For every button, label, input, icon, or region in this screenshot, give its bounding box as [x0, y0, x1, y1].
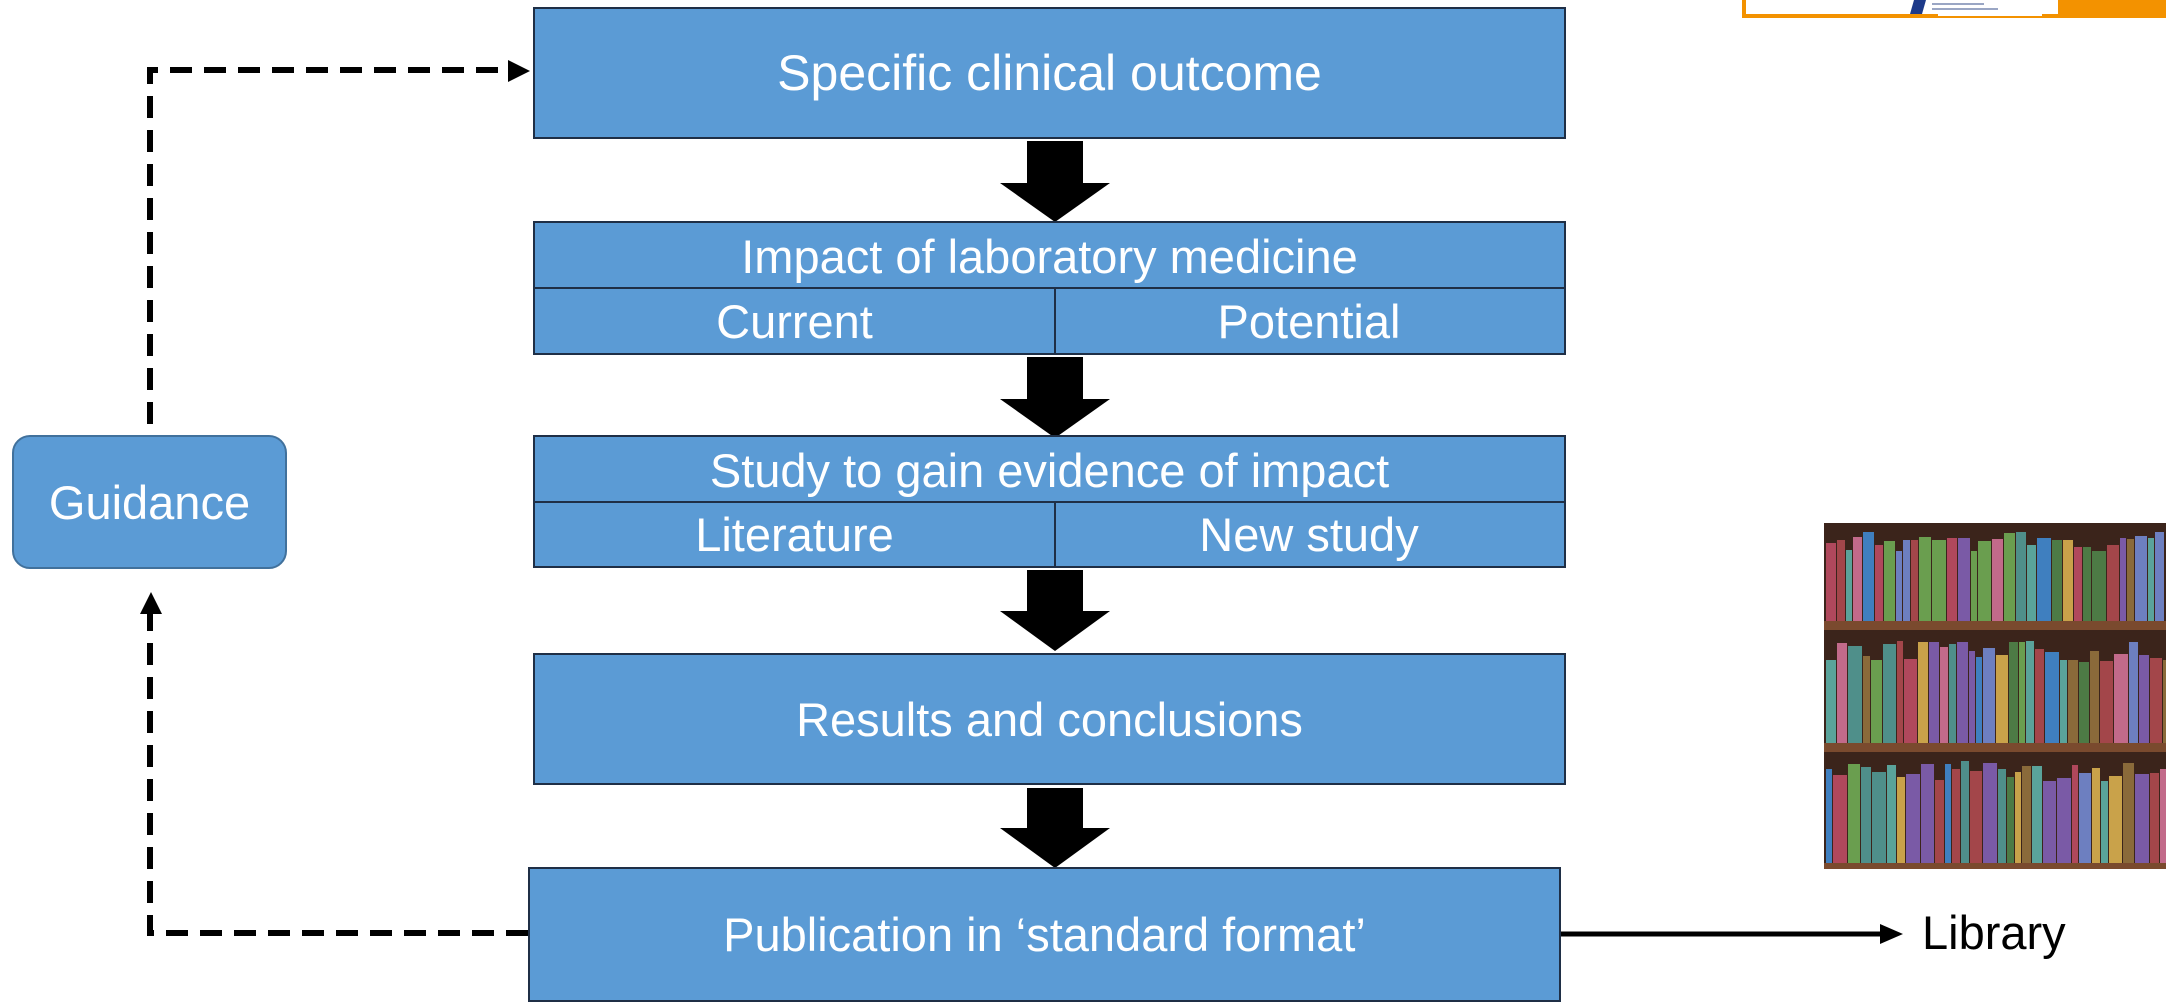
- bookshelf-graphic: [1824, 532, 2166, 869]
- box-results-and-conclusions: Results and conclusions: [533, 653, 1566, 785]
- box-study-title: Study to gain evidence of impact: [709, 443, 1390, 497]
- dashed-line-guidance-to-outcome: [147, 67, 512, 424]
- down-arrow-3: [1000, 570, 1110, 651]
- arrowhead-guidance: [140, 592, 162, 614]
- box-impact-potential: Potential: [1217, 294, 1401, 348]
- box-impact-title: Impact of laboratory medicine: [741, 229, 1358, 283]
- dashed-line-publication-to-guidance: [147, 610, 528, 936]
- box-specific-clinical-outcome: Specific clinical outcome: [533, 7, 1566, 139]
- down-arrow-1: [1000, 141, 1110, 222]
- box-impact-current: Current: [716, 294, 873, 348]
- logo-graphic: [1742, 0, 2166, 18]
- bookshelf-image: [1824, 523, 2166, 869]
- arrowhead-outcome: [508, 60, 530, 82]
- box-study-new-study: New study: [1199, 508, 1419, 561]
- organization-logo: [1742, 0, 2166, 18]
- library-label: Library: [1922, 906, 2066, 959]
- box-outcome-label: Specific clinical outcome: [777, 45, 1322, 101]
- guidance-box: Guidance: [12, 435, 287, 569]
- box-study-to-gain-evidence: Study to gain evidence of impact Literat…: [533, 435, 1566, 568]
- box-study-literature: Literature: [695, 508, 894, 561]
- box-publication-label: Publication in ‘standard format’: [723, 908, 1366, 961]
- box-publication: Publication in ‘standard format’: [528, 867, 1561, 1002]
- down-arrow-2: [1000, 357, 1110, 438]
- down-arrow-4: [1000, 788, 1110, 868]
- box-results-label: Results and conclusions: [796, 692, 1303, 746]
- guidance-label: Guidance: [48, 475, 251, 529]
- box-impact-of-laboratory-medicine: Impact of laboratory medicine Current Po…: [533, 221, 1566, 355]
- arrowhead-library: [1880, 924, 1903, 944]
